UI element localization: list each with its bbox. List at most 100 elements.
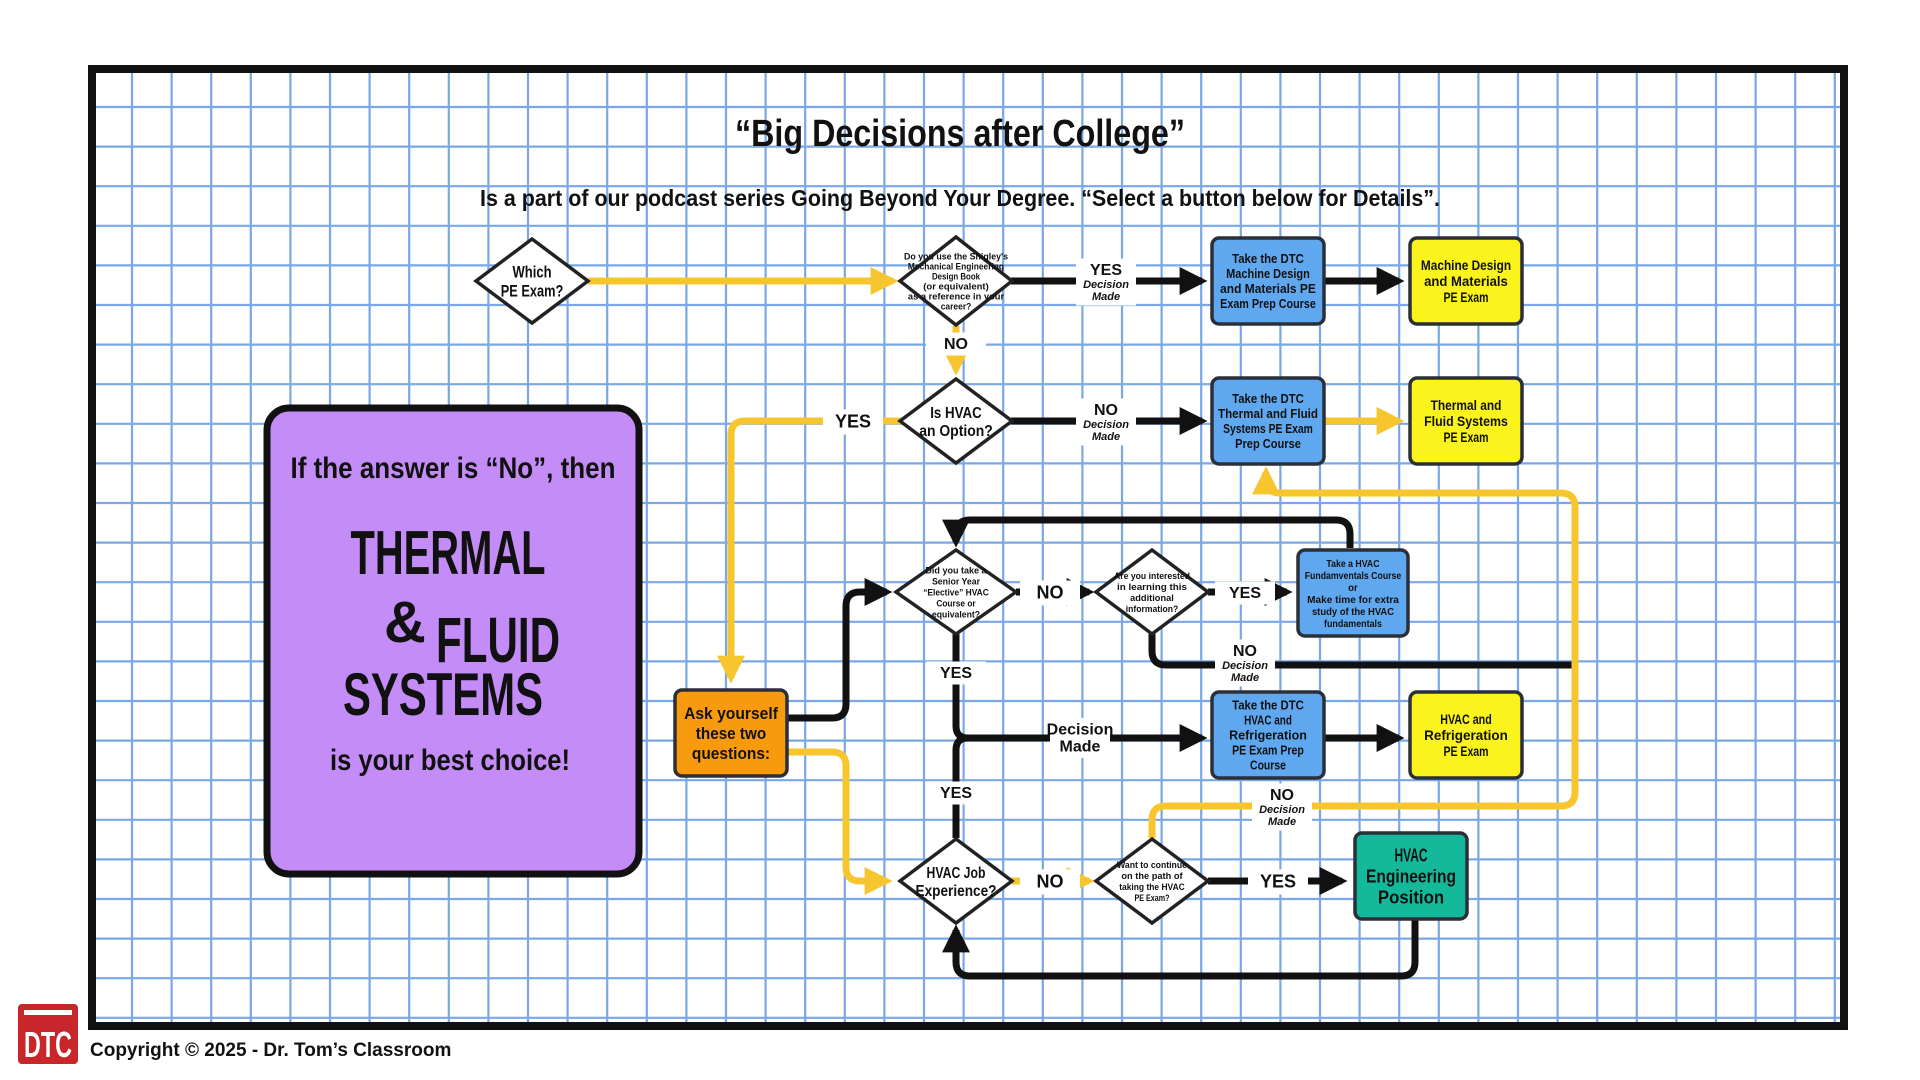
callout-lead: If the answer is “No”, then xyxy=(291,452,616,485)
edge-label-text: YES xyxy=(940,785,972,802)
edge-label-text: NO xyxy=(1233,643,1257,660)
label-job-no: NO xyxy=(1020,869,1080,895)
edge-label-text: Made xyxy=(1092,431,1120,443)
edge-label-text: Made xyxy=(1231,672,1259,684)
node-text-line: PE Exam Prep xyxy=(1232,743,1304,758)
node-text-line: Take a HVAC xyxy=(1326,558,1379,570)
copyright-text: Copyright © 2025 - Dr. Tom’s Classroom xyxy=(90,1040,452,1061)
node-text-line: Fluid Systems xyxy=(1424,413,1508,429)
node-text-line: Want to continue xyxy=(1117,860,1187,871)
node-text-line: Position xyxy=(1378,887,1444,907)
callout-box: If the answer is “No”, then THERMAL & FL… xyxy=(263,404,643,878)
page-title: “Big Decisions after College” xyxy=(735,113,1185,155)
edge-label-text: Made xyxy=(1092,291,1120,303)
node-text-line: questions: xyxy=(692,744,770,763)
page-subtitle: Is a part of our podcast series Going Be… xyxy=(480,185,1440,211)
box-shape xyxy=(1210,376,1326,466)
node-text-line: HVAC Job xyxy=(927,865,986,882)
label-interested-yes: YES xyxy=(1215,581,1275,605)
node-text-line: PE Exam? xyxy=(1135,893,1170,904)
edge-label-text: YES xyxy=(835,412,871,432)
node-text-line: or xyxy=(1348,582,1358,594)
edge-position-loop xyxy=(942,919,1419,980)
dtc-logo: DTC xyxy=(18,1004,78,1064)
edge-label-text: NO xyxy=(1270,787,1294,804)
node-text-line: Take the DTC xyxy=(1232,698,1304,713)
node-text-line: Take the DTC xyxy=(1232,251,1304,266)
node-text-line: Senior Year xyxy=(932,576,980,587)
edge-interested-no xyxy=(1148,634,1575,669)
node-text-line: PE Exam xyxy=(1443,289,1488,305)
node-text-line: Take the DTC xyxy=(1232,391,1304,406)
node-text-line: career? xyxy=(941,301,972,312)
box-shape xyxy=(1210,690,1326,780)
edge-label-text: YES xyxy=(1229,585,1261,602)
node-text-line: Refrigeration xyxy=(1424,727,1508,743)
edge-label-text: Decision xyxy=(1083,279,1129,291)
edge-label-text: YES xyxy=(1090,262,1122,279)
node-text-line: Exam Prep Course xyxy=(1220,296,1316,311)
node-text-line: and Materials PE xyxy=(1220,281,1316,296)
node-text-line: additional xyxy=(1130,593,1174,604)
edge-label-text: Decision xyxy=(1083,419,1129,431)
box-shape xyxy=(1210,236,1326,326)
node-text-line: Systems PE Exam xyxy=(1223,421,1313,436)
node-text-line: fundamentals xyxy=(1324,618,1382,630)
callout-fluid: FLUID xyxy=(436,604,560,676)
diamond-shape xyxy=(892,547,1020,637)
node-text-line: HVAC and xyxy=(1244,713,1292,728)
edge-label-text: Decision xyxy=(1222,660,1268,672)
edge-to-thermal-course xyxy=(1252,466,1579,665)
diamond-shape xyxy=(1093,836,1211,926)
diamond-shape xyxy=(897,836,1015,926)
node-text-line: PE Exam? xyxy=(501,282,564,301)
node-text-line: Refrigeration xyxy=(1229,728,1307,743)
box-shape xyxy=(1296,548,1410,638)
edge-job-yes xyxy=(952,724,1208,838)
box-shape xyxy=(673,688,789,778)
label-senior-yes: YES xyxy=(926,661,986,685)
node-text-line: Mechanical Engineering xyxy=(908,261,1004,272)
diamond-shape xyxy=(473,236,591,326)
edge-continue-no xyxy=(1148,660,1579,838)
node-text-line: as a reference in your xyxy=(908,291,1004,302)
node-text-line: PE Exam xyxy=(1443,743,1488,759)
node-text-line: Experience? xyxy=(916,883,997,900)
node-text-line: Are you interested xyxy=(1114,571,1190,582)
node-text-line: and Materials xyxy=(1424,273,1508,289)
node-text-line: Make time for extra xyxy=(1307,594,1399,606)
node-text-line: HVAC and xyxy=(1440,711,1492,727)
node-text-line: Machine Design xyxy=(1226,266,1310,281)
node-text-line: Did you take a xyxy=(925,565,987,576)
diamond-shape xyxy=(897,376,1015,466)
node-text-line: Machine Design xyxy=(1421,257,1511,273)
edge-label-text: Made xyxy=(1268,816,1296,828)
label-shigley-no: NO xyxy=(926,332,986,356)
label-continue-yes: YES xyxy=(1248,869,1308,895)
node-text-line: taking the HVAC xyxy=(1119,882,1185,893)
node-text-line: (or equivalent) xyxy=(923,281,989,292)
logo-text: DTC xyxy=(24,1024,72,1064)
edge-ask-to-job xyxy=(788,748,893,895)
node-text-line: PE Exam xyxy=(1443,429,1488,445)
